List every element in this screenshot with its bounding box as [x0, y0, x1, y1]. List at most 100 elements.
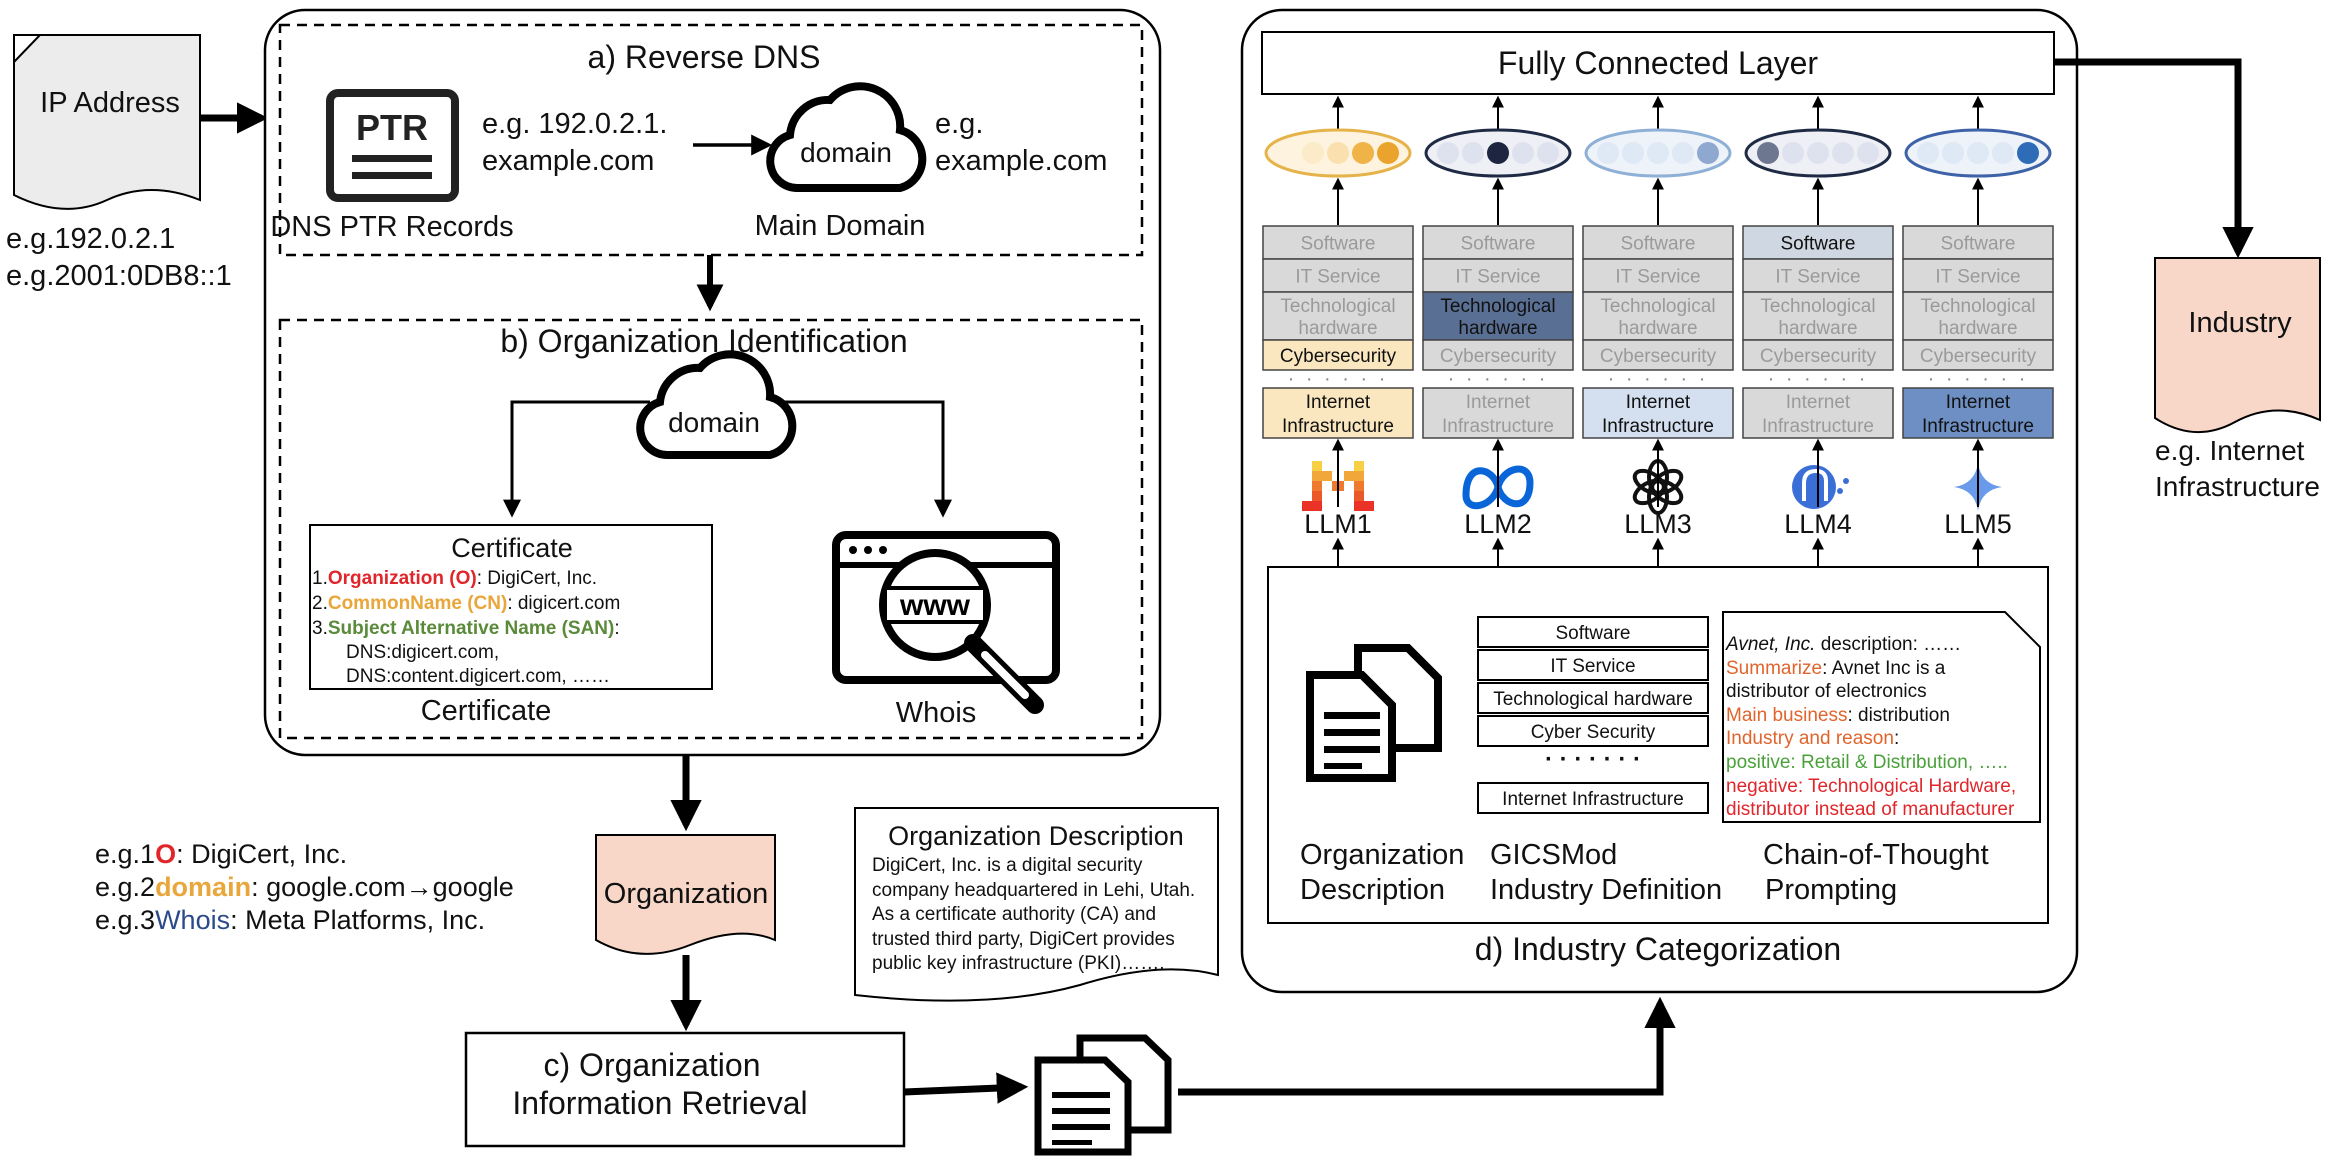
cot-industry-reason-colon: :: [1894, 728, 1899, 749]
ellipsis-dots: · · · · · ·: [1288, 368, 1389, 390]
gics-item-label: Technological hardware: [1493, 689, 1693, 710]
example2-value: : google.com→google: [251, 872, 514, 902]
category-label: hardware: [1458, 318, 1537, 339]
gics-item-label: Internet Infrastructure: [1502, 789, 1684, 810]
ptr-caption: DNS PTR Records: [270, 211, 513, 243]
embedding-unit: [1277, 142, 1299, 164]
cert-cn-value: : digicert.com: [507, 593, 620, 614]
internet-infrastructure-box: [1262, 387, 1414, 439]
cot-summary-line2: distributor of electronics: [1726, 681, 1927, 702]
category-label: Cybersecurity: [1280, 346, 1397, 367]
category-row: [1742, 339, 1894, 371]
ptr-icon-label: PTR: [356, 107, 428, 148]
svg-text:e.g.3Whois: Meta Platforms, In: e.g.3Whois: Meta Platforms, Inc.: [95, 905, 485, 935]
example3-key: Whois: [155, 905, 230, 935]
llama-icon: [1792, 465, 1849, 509]
caption-cot-2: Prompting: [1765, 874, 1897, 906]
cert-san-value: :: [614, 618, 619, 639]
embedding-unit: [1807, 142, 1829, 164]
ip-address-node: IP Address e.g.192.0.2.1 e.g.2001:0DB8::…: [6, 34, 232, 292]
embedding-unit: [1832, 142, 1854, 164]
cot-negative-1: negative: Technological Hardware,: [1726, 776, 2016, 797]
internet-infrastructure-box: [1422, 387, 1574, 439]
embedding-unit: [1302, 142, 1324, 164]
embedding-unit: [1352, 142, 1374, 164]
category-label: Software: [1781, 234, 1856, 255]
category-label: hardware: [1298, 318, 1377, 339]
embedding-unit: [1377, 142, 1399, 164]
ellipsis-dots: · · · · · ·: [1928, 368, 2029, 390]
cot-main-business-value: : distribution: [1847, 705, 1949, 726]
org-description-line3: As a certificate authority (CA) and: [872, 904, 1156, 925]
category-row: [1902, 225, 2054, 260]
embedding-unit: [1942, 142, 1964, 164]
category-label: Technological: [1280, 296, 1395, 317]
fully-connected-layer: [1261, 31, 2055, 95]
category-label: Software: [1301, 234, 1376, 255]
domain-example-1: e.g.: [935, 108, 983, 140]
embedding-unit: [1327, 142, 1349, 164]
cot-positive: positive: Retail & Distribution, …..: [1726, 752, 2008, 773]
gics-item-box: [1477, 649, 1709, 681]
embedding-unit: [1437, 142, 1459, 164]
example3-prefix: e.g.3: [95, 905, 155, 935]
category-label: Software: [1621, 234, 1696, 255]
industry-output-node: Industry e.g. Internet Infrastructure: [2154, 257, 2321, 502]
cert-dns-line1: DNS:digicert.com,: [346, 642, 499, 663]
category-label: hardware: [1618, 318, 1697, 339]
cot-negative-2: distributor instead of manufacturer: [1726, 799, 2015, 820]
documents-icon: [1034, 1034, 1172, 1156]
embedding-unit: [1757, 142, 1779, 164]
category-label: Software: [1461, 234, 1536, 255]
domain-example-2: example.com: [935, 145, 1107, 177]
retrieval-box: [464, 1031, 906, 1148]
category-row: [1742, 291, 1894, 341]
org-description-line2: company headquartered in Lehi, Utah.: [872, 880, 1195, 901]
bottom-label-1: Internet: [1626, 392, 1691, 413]
gics-item-box: [1477, 715, 1709, 747]
internet-infrastructure-box: [1902, 387, 2054, 439]
category-row: [1902, 339, 2054, 371]
llm-name: LLM3: [1624, 509, 1692, 539]
category-row: [1262, 258, 1414, 293]
ptr-example-1: e.g. 192.0.2.1.: [482, 108, 667, 140]
category-label: IT Service: [1615, 267, 1700, 288]
whois-caption: Whois: [896, 697, 977, 729]
embedding-unit: [1672, 142, 1694, 164]
certificate-caption: Certificate: [421, 695, 552, 727]
gics-item-label: Cyber Security: [1531, 722, 1656, 743]
organization-label: Organization: [604, 878, 768, 910]
ptr-records-icon: PTR: [326, 89, 459, 202]
org-description-title: Organization Description: [888, 821, 1184, 851]
organization-examples: e.g.1O: DigiCert, Inc. e.g.2domain: goog…: [95, 839, 514, 935]
category-row: [1422, 225, 1574, 260]
cloud-domain-label: domain: [800, 137, 892, 168]
org-description-line1: DigiCert, Inc. is a digital security: [872, 855, 1143, 876]
category-row: [1582, 258, 1734, 293]
category-label: Technological: [1600, 296, 1715, 317]
category-row: [1422, 291, 1574, 341]
example1-value: : DigiCert, Inc.: [176, 839, 347, 869]
industry-label: Industry: [2188, 307, 2292, 339]
cot-company: Avnet, Inc.: [1725, 634, 1815, 655]
industry-categorization-title: d) Industry Categorization: [1475, 931, 1841, 967]
reverse-dns-title: a) Reverse DNS: [588, 39, 821, 75]
example3-value: : Meta Platforms, Inc.: [230, 905, 485, 935]
cot-summarize-value: : Avnet Inc is a: [1822, 658, 1946, 679]
reverse-dns-section: a) Reverse DNS PTR DNS PTR Records e.g. …: [270, 23, 1144, 257]
whois-icon: www: [832, 531, 1060, 714]
category-label: hardware: [1778, 318, 1857, 339]
example2-key: domain: [155, 872, 251, 902]
llm-name: LLM2: [1464, 509, 1532, 539]
embedding-unit: [1857, 142, 1879, 164]
cert-san-key: Subject Alternative Name (SAN): [328, 618, 614, 639]
meta-icon: [1462, 465, 1534, 510]
org-identification-title: b) Organization Identification: [500, 323, 907, 359]
gics-item-box: [1477, 616, 1709, 648]
category-row: [1422, 339, 1574, 371]
embedding-unit: [1647, 142, 1669, 164]
caption-gics-2: Industry Definition: [1490, 874, 1722, 906]
